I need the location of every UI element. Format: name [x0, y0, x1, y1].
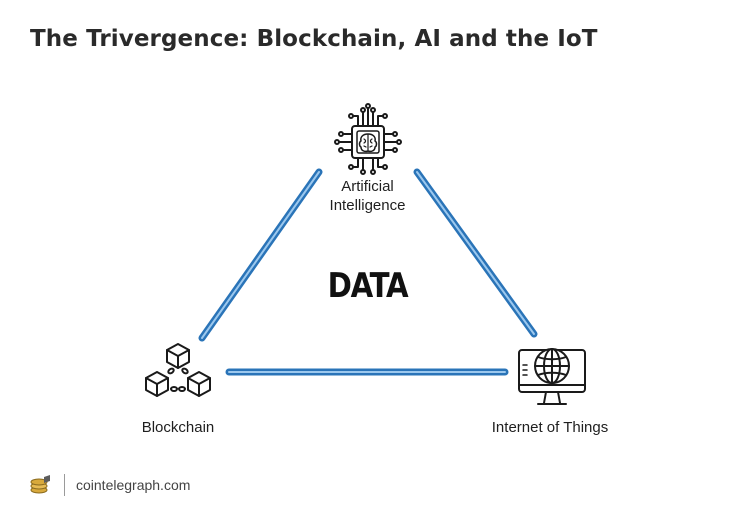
ai-chip-brain-icon [334, 103, 402, 175]
node-label-blockchain: Blockchain [141, 419, 215, 436]
node-label-artificial-intelligence: Artificial Intelligence [300, 177, 435, 215]
node-label-internet-of-things: Internet of Things [491, 419, 609, 436]
connector-ai-blockchain [198, 168, 323, 342]
cointelegraph-coins-logo [30, 475, 50, 494]
node-label-line: Artificial [341, 178, 394, 195]
connector-ai-iot [413, 168, 538, 338]
blockchain-cubes-icon [145, 343, 211, 397]
monitor-globe-icon [518, 348, 586, 405]
source-footer: cointelegraph.com [30, 472, 190, 498]
center-data-label: DATA [327, 266, 409, 306]
source-link[interactable]: cointelegraph.com [76, 477, 191, 493]
footer-divider [64, 474, 65, 496]
node-label-line: Intelligence [329, 197, 406, 214]
page-title: The Trivergence: Blockchain, AI and the … [30, 26, 598, 52]
